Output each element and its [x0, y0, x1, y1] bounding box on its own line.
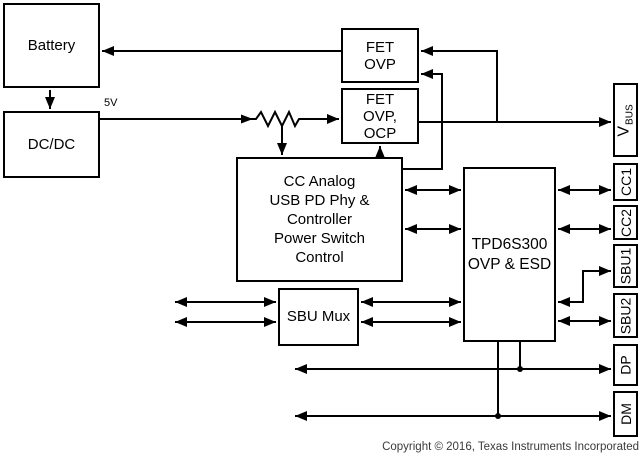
battery-block: Battery	[3, 3, 100, 88]
pin-sbu1: SBU1	[613, 244, 638, 288]
dcdc-label: DC/DC	[27, 135, 76, 153]
junction-dot-dm	[495, 413, 501, 419]
wire-vbus-to-fetovp	[421, 46, 498, 121]
pin-cc1-label: CC1	[617, 167, 634, 197]
pin-sbu1-label: SBU1	[617, 247, 634, 285]
wire-5v-rail	[100, 109, 339, 129]
tpd6s300-block: TPD6S300 OVP & ESD	[463, 167, 556, 342]
fet-ovp-ocp-label: FET OVP, OCP	[363, 90, 397, 142]
fet-ovp-label: FET OVP	[364, 38, 396, 73]
pin-dp: DP	[613, 344, 638, 386]
pin-dm-label: DM	[617, 403, 634, 425]
battery-label: Battery	[27, 36, 76, 54]
pin-sbu2-label: SBU2	[617, 297, 634, 334]
sbu-mux-label: SBU Mux	[286, 308, 351, 325]
tpd6s300-label: TPD6S300 OVP & ESD	[467, 235, 552, 273]
rail-5v-label: 5V	[104, 97, 118, 109]
pin-vbus: VBUS	[613, 83, 638, 157]
pin-cc1: CC1	[613, 163, 638, 201]
pin-cc2: CC2	[613, 205, 638, 240]
cc-analog-block: CC Analog USB PD Phy & Controller Power …	[236, 157, 403, 282]
pin-sbu2: SBU2	[613, 293, 638, 338]
fet-ovp-block: FET OVP	[341, 28, 419, 83]
pin-dm: DM	[613, 391, 638, 437]
copyright-notice: Copyright © 2016, Texas Instruments Inco…	[382, 441, 639, 453]
junction-dot-dp	[517, 366, 523, 372]
wire-tpd-sbu1	[558, 266, 611, 307]
pin-dp-label: DP	[617, 355, 634, 375]
cc-analog-label: CC Analog USB PD Phy & Controller Power …	[269, 173, 370, 266]
sbu-mux-block: SBU Mux	[278, 288, 359, 346]
fet-ovp-ocp-block: FET OVP, OCP	[341, 88, 419, 144]
pin-vbus-label: VBUS	[616, 103, 637, 137]
dcdc-block: DC/DC	[3, 111, 100, 178]
arrowhead-5v-mid	[241, 114, 253, 124]
pin-cc2-label: CC2	[617, 208, 634, 237]
